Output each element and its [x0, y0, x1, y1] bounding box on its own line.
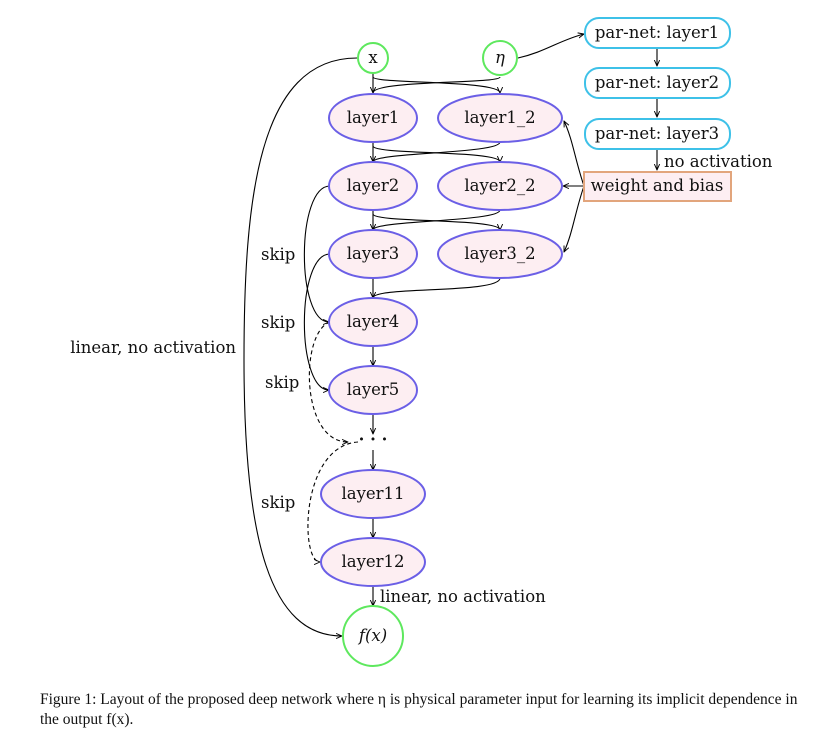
svg-text:par-net: layer1: par-net: layer1 — [595, 23, 719, 42]
svg-text:layer1_2: layer1_2 — [464, 108, 535, 127]
svg-text:weight and bias: weight and bias — [591, 176, 724, 195]
svg-text:layer1: layer1 — [347, 108, 400, 127]
node-eta: η — [482, 40, 518, 76]
svg-text:layer4: layer4 — [347, 312, 400, 331]
node-parnet-layer3: par-net: layer3 — [584, 118, 731, 150]
node-layer3: layer3 — [328, 229, 418, 279]
edge-layer3_2-layer4 — [372, 277, 501, 299]
edge-layer1_2-layer2 — [372, 141, 501, 163]
svg-text:layer2: layer2 — [347, 176, 400, 195]
edge-skip-layer2-layer4 — [303, 185, 331, 322]
svg-text:· · ·: · · · — [359, 430, 388, 449]
node-weight-and-bias: weight and bias — [583, 171, 732, 202]
svg-text:layer3_2: layer3_2 — [464, 244, 535, 263]
svg-text:par-net: layer3: par-net: layer3 — [595, 124, 719, 143]
node-layer3_2: layer3_2 — [437, 229, 563, 279]
label-skip-3: skip — [265, 373, 299, 392]
svg-text:layer3: layer3 — [347, 244, 400, 263]
node-layer12: layer12 — [320, 537, 426, 587]
node-x: x — [357, 42, 389, 74]
edge-x-fx-linear — [243, 57, 358, 636]
node-layer5: layer5 — [328, 365, 418, 415]
edge-skip-layer3-layer5 — [303, 253, 331, 390]
svg-text:η: η — [495, 48, 505, 67]
label-skip-1: skip — [261, 245, 295, 264]
label-skip-2: skip — [261, 313, 295, 332]
node-parnet-layer1: par-net: layer1 — [584, 17, 731, 49]
edge-layer2_2-layer3 — [372, 209, 501, 231]
label-no-activation: no activation — [664, 152, 773, 171]
node-fx: f(x) — [342, 605, 404, 667]
node-layer2_2: layer2_2 — [437, 161, 563, 211]
figure-caption: Figure 1: Layout of the proposed deep ne… — [40, 691, 798, 728]
edge-x-layer1_2 — [372, 76, 500, 93]
edge-eta-layer1 — [372, 76, 501, 94]
node-ellipsis: · · · — [359, 430, 388, 449]
edge-skip-dots-layer12 — [307, 441, 359, 562]
edge-weight-layer3_2 — [563, 185, 585, 252]
label-skip-4: skip — [261, 493, 295, 512]
edge-eta-parnet1 — [517, 34, 584, 59]
node-layer4: layer4 — [328, 297, 418, 347]
node-layer11: layer11 — [320, 469, 426, 519]
svg-text:layer11: layer11 — [341, 484, 404, 503]
svg-text:par-net: layer2: par-net: layer2 — [595, 73, 719, 92]
node-parnet-layer2: par-net: layer2 — [584, 67, 731, 99]
svg-text:f(x): f(x) — [357, 626, 387, 645]
edge-weight-layer1_2 — [563, 121, 585, 187]
node-layer1: layer1 — [328, 93, 418, 143]
svg-text:layer5: layer5 — [347, 380, 400, 399]
edge-skip-layer4-dots — [308, 321, 348, 442]
svg-text:x: x — [368, 48, 378, 67]
node-layer2: layer2 — [328, 161, 418, 211]
svg-text:layer12: layer12 — [341, 552, 404, 571]
svg-text:layer2_2: layer2_2 — [464, 176, 535, 195]
label-linear-no-activation-output: linear, no activation — [380, 587, 546, 606]
label-linear-no-activation-left: linear, no activation — [70, 338, 236, 357]
node-layer1_2: layer1_2 — [437, 93, 563, 143]
